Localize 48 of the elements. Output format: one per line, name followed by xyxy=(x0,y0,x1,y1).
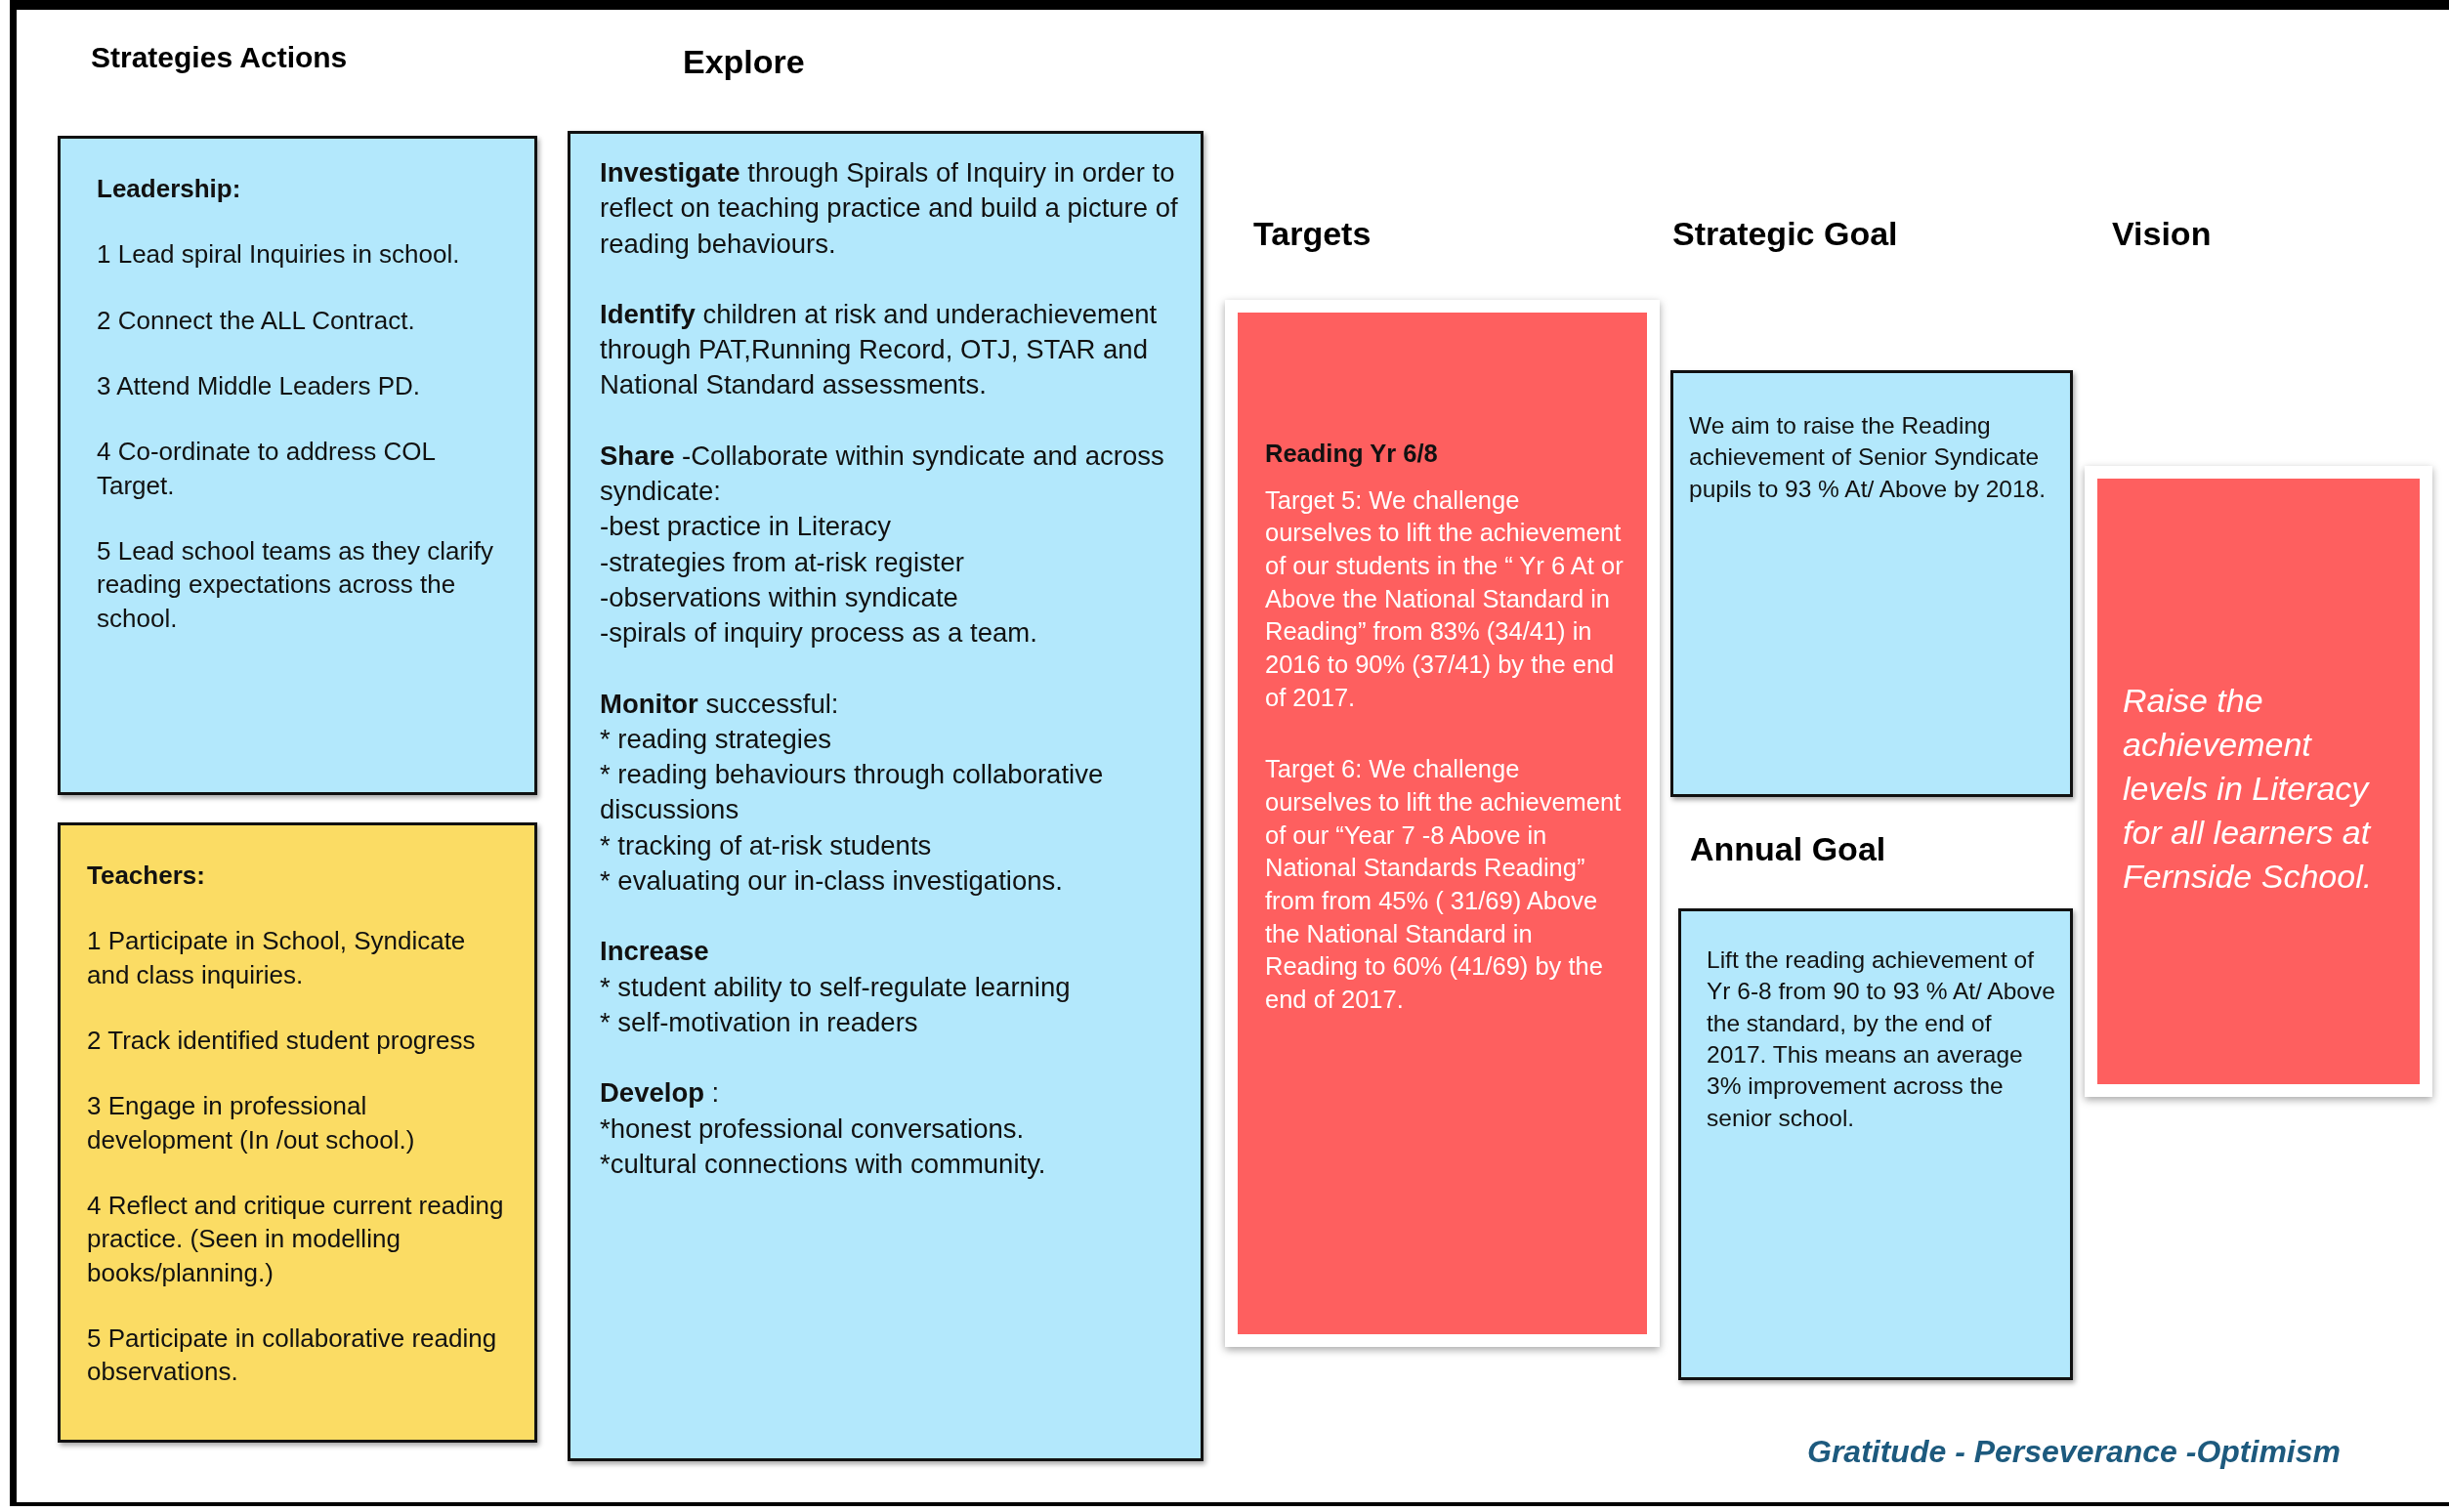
paragraph: Identify children at risk and underachievement through PAT,Running Record, OTJ, STAR and National Standard assessments. xyxy=(600,297,1159,402)
section-heading: Increase xyxy=(600,935,710,969)
note-card xyxy=(58,822,537,1443)
paragraph: Lift the reading achievement of Yr 6-8 from 90 to 93 % At/ Above the standard, by the end of 2017. This means an average 3% improvement across the senior school. xyxy=(1707,945,2056,1133)
column-heading: Targets xyxy=(1253,215,1372,253)
paragraph: *honest professional conversations. xyxy=(600,1112,1026,1146)
paragraph: 1 Participate in School, Syndicate and class inquiries. xyxy=(87,925,467,991)
paragraph: * reading behaviours through collaborative discussions xyxy=(600,758,1105,827)
paragraph: Monitor successful: xyxy=(600,687,840,721)
paragraph: 5 Lead school teams as they clarify reading expectations across the school. xyxy=(97,534,495,635)
note-card xyxy=(1678,908,2073,1380)
column-heading: Vision xyxy=(2112,215,2212,253)
paragraph: 1 Lead spiral Inquiries in school. xyxy=(97,238,461,272)
paragraph: 2 Connect the ALL Contract. xyxy=(97,304,416,337)
paragraph: Investigate through Spirals of Inquiry in order to reflect on teaching practice and build a picture of reading behaviours. xyxy=(600,156,1179,261)
paragraph: Target 5: We challenge ourselves to lift the achievement of our students in the “ Yr 6 At or Above the National Standard in Reading” from 83% (34/41) in 2016 to 90% (37/41) by the end of 2017. xyxy=(1265,484,1625,713)
motto: Gratitude - Perseverance -Optimism xyxy=(1807,1434,2341,1470)
paragraph: * reading strategies xyxy=(600,722,832,756)
column-heading: Strategic Goal xyxy=(1672,215,1898,253)
section-heading: Annual Goal xyxy=(1690,830,1886,868)
paragraph: 4 Co-ordinate to address COL Target. xyxy=(97,436,436,502)
column-heading: Explore xyxy=(683,43,805,81)
paragraph: 3 Engage in professional development (In /out school.) xyxy=(87,1090,416,1156)
heading: Reading Yr 6/8 xyxy=(1265,439,1439,469)
paragraph: 2 Track identified student progress xyxy=(87,1024,477,1057)
paragraph: * student ability to self-regulate learning xyxy=(600,970,1072,1004)
paragraph: -strategies from at-risk register xyxy=(600,545,965,579)
paragraph: We aim to raise the Reading achievement of Senior Syndicate pupils to 93 % At/ Above by 2018. xyxy=(1689,411,2048,504)
note-card xyxy=(58,136,537,795)
paragraph: 4 Reflect and critique current reading practice. (Seen in modelling books/planning.) xyxy=(87,1189,505,1289)
paragraph: -spirals of inquiry process as a team. xyxy=(600,616,1038,651)
paragraph: * self-motivation in readers xyxy=(600,1005,919,1039)
paragraph: * evaluating our in-class investigations. xyxy=(600,864,1064,899)
note-card xyxy=(1670,370,2073,797)
paragraph: Develop : xyxy=(600,1076,721,1111)
heading: Leadership: xyxy=(97,173,242,205)
paragraph: *cultural connections with community. xyxy=(600,1147,1047,1181)
paragraph: -observations within syndicate xyxy=(600,580,959,614)
paragraph: 3 Attend Middle Leaders PD. xyxy=(97,369,421,402)
note-card xyxy=(568,131,1203,1461)
paragraph: -best practice in Literacy xyxy=(600,510,893,544)
paragraph: Share -Collaborate within syndicate and across syndicate: xyxy=(600,439,1165,509)
paragraph: 5 Participate in collaborative reading observations. xyxy=(87,1322,498,1389)
paragraph: * tracking of at-risk students xyxy=(600,828,933,862)
paragraph: Raise the achievement levels in Literacy for all learners at Fernside School. xyxy=(2123,681,2374,897)
heading: Teachers: xyxy=(87,860,206,892)
column-heading: Strategies Actions xyxy=(91,41,348,74)
paragraph: Target 6: We challenge ourselves to lift the achievement of our “Year 7 -8 Above in National Standards Reading” from from 45% ( 31/69) Above the National Standard in Reading to 60% (41/69) by the end of 2017. xyxy=(1265,754,1623,1015)
